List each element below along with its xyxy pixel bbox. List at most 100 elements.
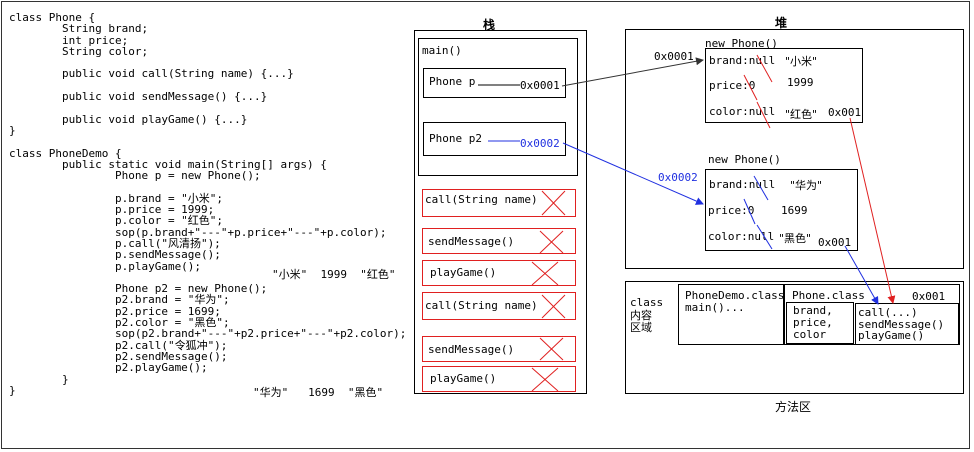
obj1-ref: 0x0001 — [654, 50, 694, 63]
phone-class-address: 0x001 — [912, 290, 946, 303]
phone-field-list: brand,price,color — [793, 305, 833, 341]
main-frame-label: main() — [422, 44, 462, 57]
popped-x-mark — [539, 230, 564, 254]
obj1-method-ref: 0x001 — [828, 106, 862, 119]
code-listing: class Phone { String brand; int price; S… — [9, 12, 406, 396]
phone-field: brand, — [793, 304, 833, 317]
stack-call-label: sendMessage() — [428, 235, 515, 248]
arrow-obj1-to-class — [849, 117, 896, 304]
code-line: } — [9, 123, 16, 137]
obj2-price-value: 1699 — [781, 204, 808, 217]
code-line: p.color = "红色"; — [9, 214, 224, 228]
class-content-label-1: class — [630, 296, 664, 309]
code-line: int price; — [9, 33, 129, 47]
phone-fields-box — [786, 302, 854, 344]
phone-field: price, — [793, 316, 833, 329]
popped-x-mark — [541, 190, 566, 216]
stack-call-frame — [422, 260, 576, 286]
stack-call-frame — [422, 292, 576, 320]
stack-title: 栈 — [483, 18, 496, 32]
obj1-price-value: 1999 — [787, 76, 814, 89]
var-p2-label: Phone p2 — [429, 132, 482, 145]
obj2-box — [705, 169, 858, 251]
obj1-box — [705, 48, 863, 123]
phonedemo-class-label: PhoneDemo.class — [685, 289, 785, 302]
code-line: p2.playGame(); — [9, 361, 208, 375]
obj1-header: new Phone() — [705, 37, 778, 50]
class-content-label-2: 内容 — [630, 309, 652, 322]
code-line: p.brand = "小米"; — [9, 191, 224, 205]
code-line: p.sendMessage(); — [9, 248, 221, 262]
arrow-p2-to-obj2 — [562, 142, 704, 205]
var-p2-address: 0x0002 — [520, 137, 560, 150]
stack-call-label: playGame() — [430, 266, 497, 279]
code-line: } — [9, 383, 16, 397]
popped-x-mark — [531, 261, 559, 286]
stack-call-frame — [422, 336, 576, 362]
phone-field: color — [793, 328, 827, 341]
code-line: p2.sendMessage(); — [9, 349, 228, 363]
obj1-price-field: price:0 — [709, 79, 756, 92]
code-line: p2.price = 1699; — [9, 304, 221, 318]
code-line: class Phone { — [9, 11, 96, 24]
phone-methods-box — [855, 303, 959, 345]
strike-mark — [743, 74, 758, 101]
output-line-1: "小米" 1999 "红色" — [272, 268, 396, 281]
code-line: p2.call("令狐冲"); — [9, 338, 228, 352]
strike-mark — [756, 54, 773, 83]
stack-call-frame — [422, 366, 576, 392]
obj2-ref: 0x0002 — [658, 171, 698, 184]
code-line: class PhoneDemo { — [9, 146, 122, 160]
heap-title: 堆 — [775, 16, 788, 30]
obj2-method-ref: 0x001 — [818, 236, 852, 249]
popped-x-mark — [541, 294, 566, 319]
code-line: public void playGame() {...} — [9, 112, 248, 126]
obj1-color-value: "红色" — [785, 108, 818, 121]
stack-call-label: playGame() — [430, 372, 497, 385]
phonedemo-class-box — [678, 284, 784, 345]
code-line: p.playGame(); — [9, 259, 202, 273]
code-line: public void sendMessage() {...} — [9, 90, 268, 104]
arrow-p-to-obj1 — [561, 57, 704, 87]
phone-class-label: Phone.class — [792, 289, 865, 302]
output-line-2: "华为" 1699 "黑色" — [253, 386, 384, 399]
code-line: p.call("风清扬"); — [9, 236, 221, 250]
strike-mark — [753, 175, 769, 201]
obj2-header: new Phone() — [708, 153, 781, 166]
strike-mark — [743, 198, 756, 225]
phone-method: call(...) — [858, 306, 918, 319]
popped-x-mark — [539, 337, 564, 361]
stack-call-label: call(String name) — [425, 299, 538, 312]
phone-method-list: call(...)sendMessage()playGame() — [858, 307, 944, 342]
code-line: public void call(String name) {...} — [9, 67, 294, 81]
code-line: p.price = 1999; — [9, 203, 215, 217]
code-line: String color; — [9, 44, 149, 58]
code-line: public static void main(String[] args) { — [9, 157, 327, 171]
code-line: sop(p.brand+"---"+p.price+"---"+p.color)… — [9, 225, 387, 239]
obj2-color-value: "黑色" — [779, 232, 812, 245]
phonedemo-main-label: main()... — [685, 301, 745, 314]
strike-mark — [756, 101, 771, 129]
obj1-brand-value: "小米" — [785, 55, 818, 68]
obj1-color-field: color:null — [709, 105, 776, 118]
code-line: p2.brand = "华为"; — [9, 293, 230, 307]
arrow-obj2-to-class — [844, 245, 879, 305]
var-p2-box — [423, 122, 566, 156]
stack-call-frame — [422, 189, 576, 217]
code-line: p2.color = "黑色"; — [9, 316, 230, 330]
strike-mark — [756, 224, 773, 250]
stack-call-label: sendMessage() — [428, 343, 515, 356]
var-p-address: 0x0001 — [520, 79, 560, 92]
obj2-brand-field: brand:null — [709, 178, 776, 191]
class-content-label-3: 区域 — [630, 321, 652, 334]
code-line: String brand; — [9, 22, 149, 36]
var-p-label: Phone p — [429, 75, 476, 88]
phone-method: playGame() — [858, 329, 925, 342]
popped-x-mark — [531, 367, 559, 392]
obj2-brand-value: "华为" — [790, 179, 823, 192]
obj2-color-field: color:null — [708, 230, 775, 243]
code-line: } — [9, 372, 69, 386]
code-line: Phone p2 = new Phone(); — [9, 282, 268, 296]
